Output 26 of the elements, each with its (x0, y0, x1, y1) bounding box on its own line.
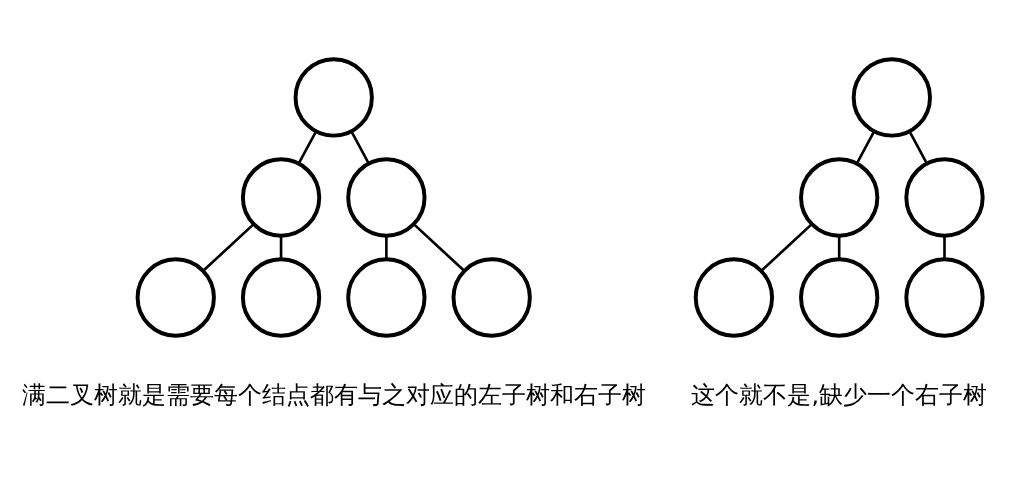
connector (943, 236, 946, 260)
connector (837, 236, 841, 260)
node-circle (293, 57, 374, 138)
connector (413, 223, 466, 272)
connector (908, 131, 929, 165)
connector (855, 131, 876, 165)
connector (279, 236, 283, 260)
node-circle (135, 257, 216, 338)
connector (297, 131, 318, 165)
connector (202, 223, 255, 272)
node-circle (904, 257, 985, 338)
node-circle (346, 157, 427, 238)
node-circle (346, 257, 427, 338)
node-circle (240, 157, 322, 238)
node-circle (799, 157, 880, 238)
node-circle (451, 257, 532, 338)
connector (350, 131, 370, 165)
connector (385, 236, 388, 260)
node-circle (693, 257, 775, 338)
node-circle (851, 57, 932, 138)
label: 满二叉树就是需要每个结点都有与之对应的左子树和右子树 (21, 381, 646, 410)
connector (760, 223, 813, 272)
node-circle (240, 257, 322, 338)
label: 这个就不是,缺少一个右子树 (691, 381, 987, 410)
node-circle (799, 257, 880, 338)
node-circle (904, 157, 985, 238)
